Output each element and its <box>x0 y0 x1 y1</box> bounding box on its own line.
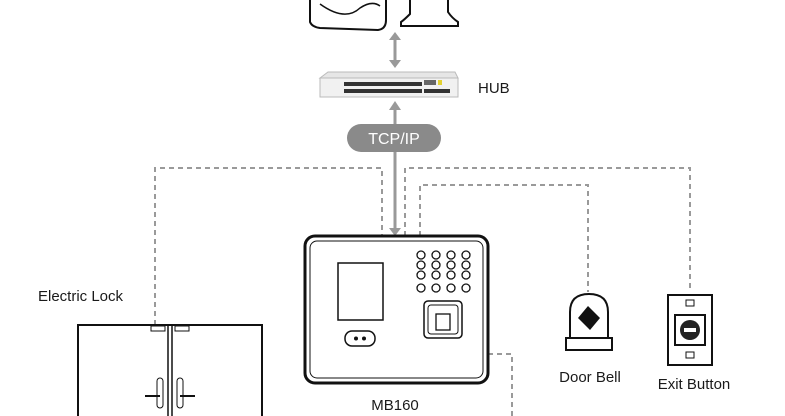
door-icon <box>77 324 263 416</box>
computer-icon <box>309 0 459 32</box>
electric-lock-icon <box>150 325 166 332</box>
mb160-device <box>303 234 490 385</box>
camera-icon <box>344 330 376 347</box>
door-bell-label: Door Bell <box>559 369 621 386</box>
fingerprint-sensor-icon <box>423 300 463 339</box>
exit-button-label: Exit Button <box>658 376 731 393</box>
hub-label: HUB <box>478 80 510 97</box>
device-label: MB160 <box>371 397 419 414</box>
wiring-lines <box>154 167 691 416</box>
tcp-ip-label: TCP/IP <box>368 131 420 148</box>
door-bell-icon <box>565 292 613 351</box>
screen <box>337 262 384 321</box>
exit-button-icon <box>667 294 713 366</box>
tcp-ip-pill <box>347 124 441 152</box>
hub-switch-icon <box>318 71 459 98</box>
network-arrow <box>389 101 401 236</box>
electric-lock-label: Electric Lock <box>38 288 124 305</box>
keypad <box>416 250 471 293</box>
bidirectional-arrow <box>389 32 401 68</box>
